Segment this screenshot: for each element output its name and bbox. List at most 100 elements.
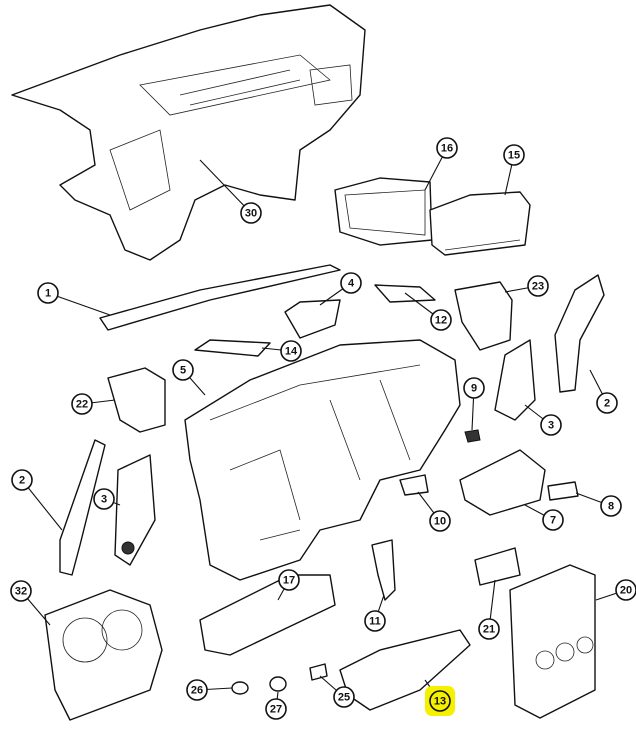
callout-27[interactable]: 27 [265,698,287,720]
part-22 [107,367,166,433]
part-26 [231,681,249,695]
callout-circle [430,309,452,331]
callout-label: 11 [369,616,381,628]
callout-label: 23 [532,281,544,293]
callout-12[interactable]: 12 [430,309,452,331]
callout-label: 17 [283,575,295,587]
part-3-right [494,339,536,421]
callout-label: 9 [471,383,477,395]
callout-17[interactable]: 17 [278,569,300,591]
callout-8[interactable]: 8 [600,495,622,517]
part-instrument-panel [184,339,461,581]
part-16 [334,177,433,246]
callout-circle [436,137,458,159]
parts [11,4,605,721]
callout-22[interactable]: 22 [71,393,93,415]
part-32 [44,589,163,721]
callout-label: 27 [270,704,282,716]
callout-circle [333,686,355,708]
callout-2[interactable]: 2 [596,392,618,414]
callout-label: 14 [285,346,298,358]
callout-circle [527,275,549,297]
callout-label: 21 [483,624,495,636]
callout-circle [340,272,362,294]
callout-circle [37,282,59,304]
callout-7[interactable]: 7 [542,509,564,531]
callout-circle [596,392,618,414]
leader-line [47,292,111,316]
callout-20[interactable]: 20 [615,579,636,601]
callout-label: 25 [338,692,350,704]
callout-circle [615,579,636,601]
callout-10[interactable]: 10 [429,510,451,532]
callout-4[interactable]: 4 [340,272,362,294]
callout-14[interactable]: 14 [280,340,302,362]
callout-25[interactable]: 25 [333,686,355,708]
part-2-left [59,439,106,576]
callout-label: 12 [435,315,447,327]
callout-circle [186,679,208,701]
callout-label: 22 [76,399,88,411]
callout-circle [280,340,302,362]
callout-circle [478,618,500,640]
callout-label: 5 [180,365,186,377]
part-9 [464,429,481,443]
callout-11[interactable]: 11 [364,610,386,632]
callout-circle [429,690,451,712]
callout-circle [265,698,287,720]
callout-30[interactable]: 30 [240,202,262,224]
callout-32[interactable]: 32 [10,580,32,602]
part-1 [99,264,341,331]
callout-3[interactable]: 3 [93,488,115,510]
callout-circle [10,580,32,602]
callout-label: 16 [441,143,453,155]
callout-label: 10 [434,516,446,528]
callout-23[interactable]: 23 [527,275,549,297]
callout-1[interactable]: 1 [37,282,59,304]
leader-line [199,159,252,214]
callout-circle [240,202,262,224]
callout-26[interactable]: 26 [186,679,208,701]
callout-15[interactable]: 15 [503,144,525,166]
callout-label: 13 [434,696,446,708]
callout-label: 4 [348,278,355,290]
callout-circle [71,393,93,415]
part-dash-panel [11,4,366,261]
callout-circle [11,469,33,491]
callout-label: 1 [45,288,51,300]
callout-5[interactable]: 5 [172,359,194,381]
callout-label: 3 [101,494,107,506]
callout-label: 32 [15,586,27,598]
callout-circle [364,610,386,632]
part-27 [269,676,287,692]
callout-3[interactable]: 3 [540,414,562,436]
callout-circle [172,359,194,381]
callout-circle [278,569,300,591]
callout-9[interactable]: 9 [463,377,485,399]
part-25 [309,663,328,681]
part-10 [399,474,429,496]
callout-label: 2 [19,475,25,487]
callout-circle [540,414,562,436]
callout-2[interactable]: 2 [11,469,33,491]
callout-circle [93,488,115,510]
callout-13[interactable]: 13 [425,686,455,716]
callout-21[interactable]: 21 [478,618,500,640]
part-7 [459,449,546,516]
part-2-right [554,274,605,393]
callout-circle [600,495,622,517]
part-11 [371,539,396,601]
part-4 [284,299,341,339]
callout-label: 15 [508,150,520,162]
callout-16[interactable]: 16 [436,137,458,159]
callout-label: 26 [191,685,203,697]
part-14 [194,339,271,357]
part-3-left [114,454,156,566]
callout-label: 30 [245,208,257,220]
callout-circle [429,510,451,532]
part-17 [199,574,336,656]
part-20 [509,564,596,719]
callout-label: 2 [604,398,610,410]
